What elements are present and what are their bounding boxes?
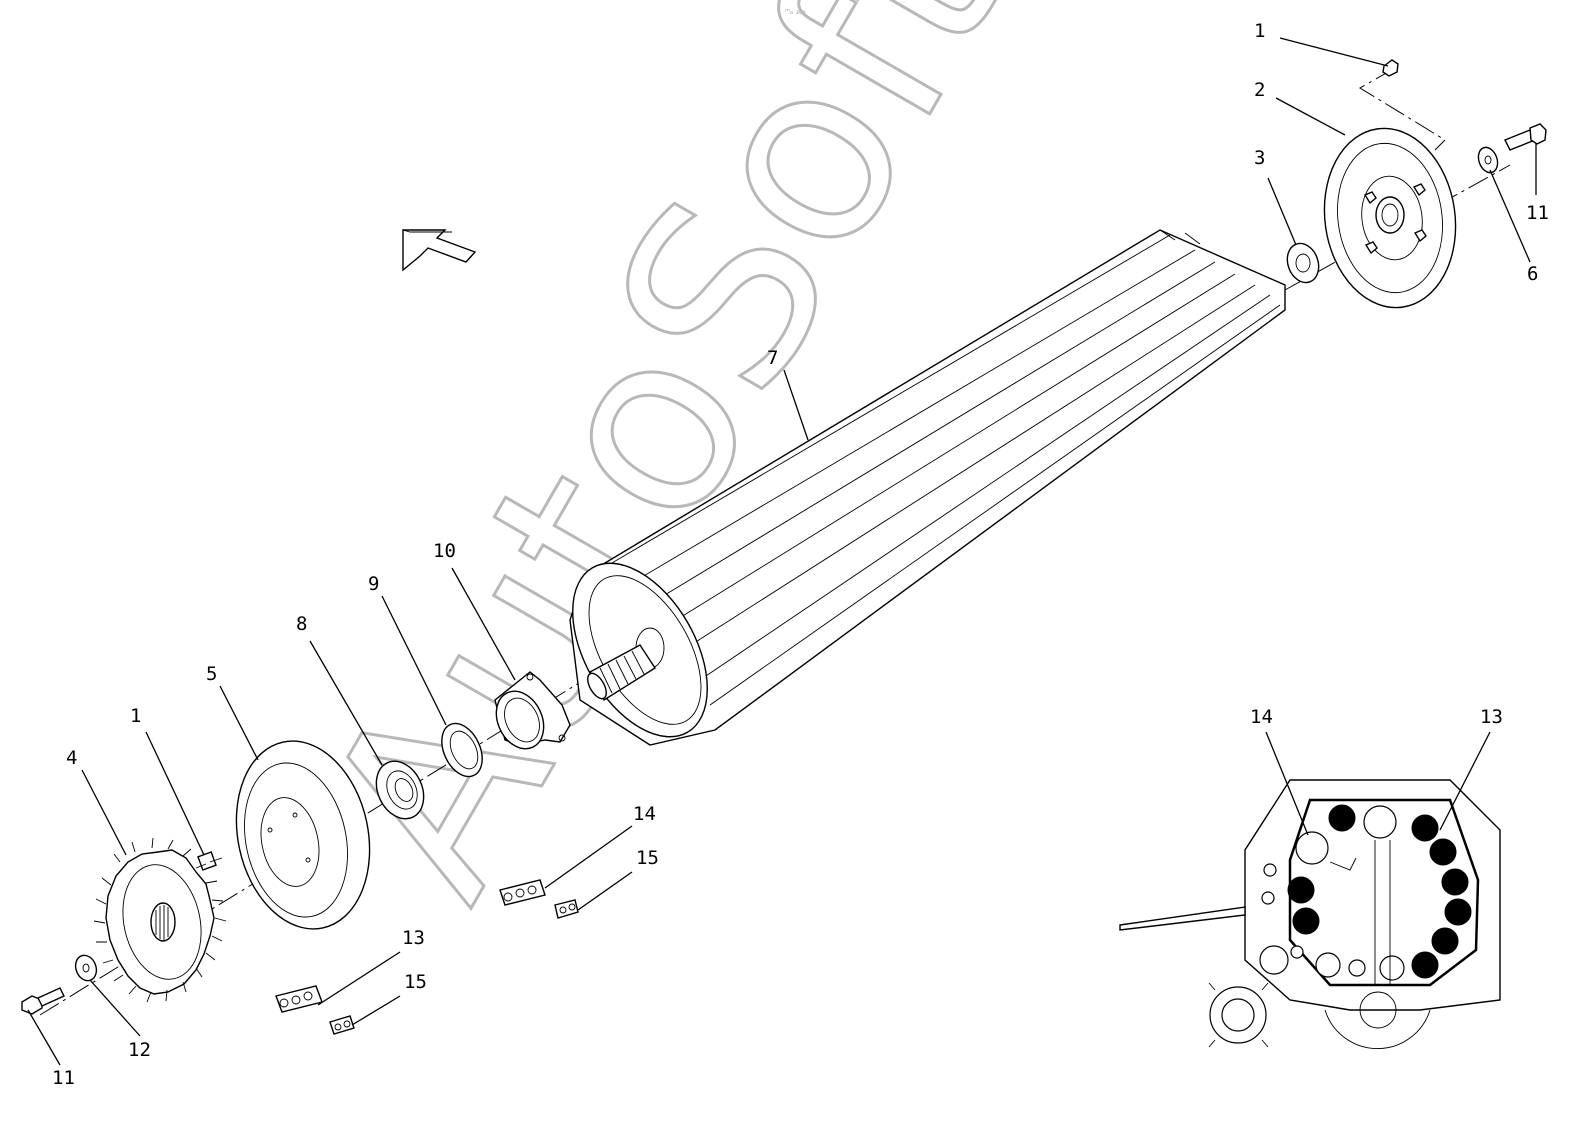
callout-10: 10 [433,540,456,562]
washer-upper [1477,146,1499,174]
seal-ring [441,722,483,778]
hex-bolt-upper [1382,59,1399,77]
callout-9: 9 [368,573,379,595]
header-mark: ᵐₒ ₂₀₀ [785,7,805,16]
chain-links-low [275,985,355,1035]
callout-labels: 1 2 3 11 6 7 10 9 8 5 1 4 14 15 13 15 12… [52,20,1549,1089]
callout-8: 8 [296,613,307,635]
callout-1-top: 1 [1254,20,1265,42]
washer-lower [74,954,98,982]
callout-15-mid: 15 [636,847,659,869]
sprocket [93,837,227,1003]
pulley-disc [235,740,371,930]
hex-bolt-lower [197,851,223,871]
ball-bearing [375,760,425,820]
flange-bearing-housing [494,671,571,750]
hex-bolt-11-upper [1504,123,1547,151]
callout-14-mid: 14 [633,803,656,825]
chain-links-mid [499,879,579,919]
leader-lines [27,37,1537,1066]
callout-7: 7 [767,347,778,369]
callout-2: 2 [1254,79,1265,101]
callout-12: 12 [128,1039,151,1061]
direction-arrow-icon [402,229,477,272]
spacer-ring [1286,242,1320,284]
callout-3: 3 [1254,147,1265,169]
callout-11-bottom: 11 [52,1067,75,1089]
pulley-disc-upper [1323,127,1457,309]
callout-14-inset: 14 [1250,706,1273,728]
callout-13-inset: 13 [1480,706,1503,728]
callout-13-low: 13 [402,927,425,949]
callout-1-bottom: 1 [130,705,141,727]
callout-6: 6 [1527,263,1538,285]
callout-5: 5 [206,663,217,685]
roller-drum [569,229,1286,746]
callout-15-low: 15 [404,971,427,993]
callout-4: 4 [66,747,77,769]
callout-11-top: 11 [1526,202,1549,224]
hex-bolt-11-lower [21,987,65,1015]
chain-routing-inset [1119,779,1501,1049]
